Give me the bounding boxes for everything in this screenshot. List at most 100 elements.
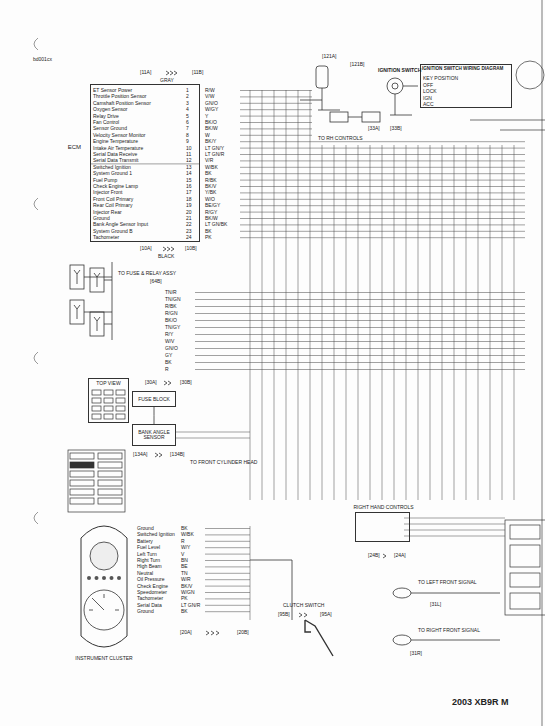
text-label: ACC [423,102,434,107]
wire [205,573,250,574]
text-label: Battery [137,539,153,544]
text-label: 18 [186,197,192,202]
right-edge-modules [470,61,545,615]
wire [404,536,505,537]
wire [240,135,312,136]
wire [478,145,479,500]
wire [195,327,525,328]
binder-holes [34,38,38,524]
fuse-block-box: FUSE BLOCK [132,391,176,407]
wire [205,605,250,606]
text-label: 5 [186,114,189,119]
text-label: 13 [186,165,192,170]
text-label: [30A] [145,380,157,385]
wire [240,186,525,187]
wire [442,145,443,500]
wire [240,231,525,232]
wire [205,598,250,599]
wire [205,560,250,561]
text-label: BK/W [205,126,218,131]
text-label: BK [165,360,172,365]
wire [240,218,525,219]
text-label: Injector Rear [93,210,122,215]
node-label: INSTRUMENT CLUSTER [75,656,132,661]
wire [205,586,250,587]
text-label: TO LEFT FRONT SIGNAL [418,580,477,585]
ignition-art [300,66,418,122]
text-label: 17 [186,190,192,195]
sensor-box: BANK ANGLE SENSOR [132,424,176,446]
text-label: Y [205,114,208,119]
text-label: ET Sensor Power [93,88,132,93]
text-label: [10A] [140,246,152,251]
wire [430,145,431,500]
text-label: [30B] [180,380,192,385]
switch-block [68,450,125,512]
wire [240,212,525,213]
wire [195,369,525,370]
text-label: R/BK [205,178,217,183]
wire [250,90,251,500]
wire [404,524,505,525]
wire [240,103,312,104]
text-label: GY [165,353,172,358]
text-label: Speedometer [137,590,167,595]
text-label: LT GN/BK [205,222,227,227]
switch-table: IGNITION SWITCH WIRING DIAGRAM [420,64,512,108]
text-label: Front Coil Primary [93,197,133,202]
text-label: [11B] [192,70,203,75]
wire [502,145,503,500]
wire [240,192,525,193]
text-label: [31R] [410,651,422,656]
text-label: [10B] [185,246,197,251]
text-label: BN [181,558,188,563]
wire-harness [91,90,525,620]
wire [418,145,419,500]
text-label: [33A] [368,126,380,131]
text-label: 3 [186,101,189,106]
text-label: 14 [186,171,192,176]
wire [195,320,525,321]
wire [346,145,347,500]
text-label: Switched Ignition [137,532,175,537]
wire [195,341,525,342]
text-label: W/GN [181,590,195,595]
wire [490,145,491,500]
text-label: R [181,539,185,544]
text-label: Ground [137,609,154,614]
wire [322,145,323,500]
text-label: BK/O [205,120,217,125]
text-label: BK [205,229,212,234]
wire [205,534,250,535]
text-label: GN/O [205,101,218,106]
text-label: Serial Data Receive [93,152,137,157]
relay-symbols [70,262,112,340]
text-label: R/Y [165,332,173,337]
text-label: Injector Front [93,190,122,195]
text-label: [24A] [394,553,406,558]
text-label: 20 [186,210,192,215]
wire [240,167,525,168]
text-label: W/GY [205,107,218,112]
wire [250,526,251,620]
text-label: 11 [186,152,191,157]
wire [274,90,275,500]
text-label: Rear Coil Primary [93,203,132,208]
text-label: W/Y [181,545,190,550]
text-label: [64B] [150,279,162,284]
text-label: Serial Data Transmit [93,158,138,163]
wire [454,145,455,500]
wire [404,518,505,519]
wire [240,148,525,149]
text-label: TN/GY [165,325,180,330]
wire [240,90,312,91]
text-label: TO FRONT CYLINDER HEAD [190,460,257,465]
text-label: [11A] [140,70,151,75]
text-label: 12 [186,158,192,163]
text-label: 24 [186,235,192,240]
text-label: Tachometer [137,596,163,601]
cluster-outline [75,518,133,653]
wire [358,145,359,500]
text-label: High Beam [137,564,162,569]
